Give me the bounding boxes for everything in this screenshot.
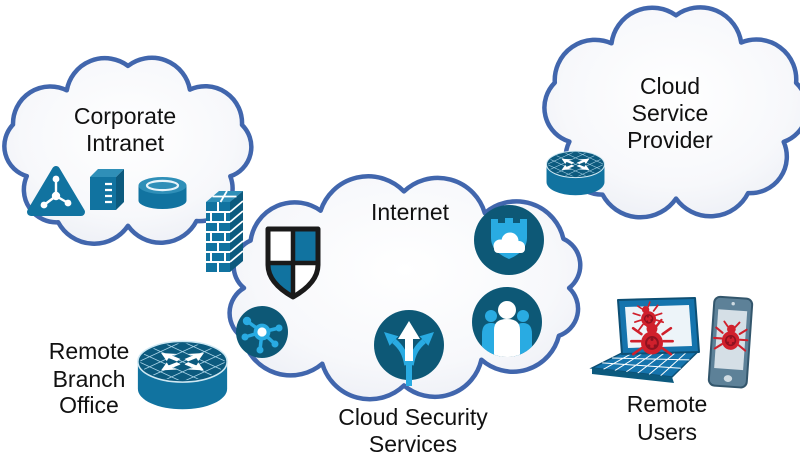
remote-users-label-line1: Remote: [627, 391, 708, 417]
laptop-malware-icon: [589, 297, 700, 383]
cloud-security-services-label-line2: Services: [369, 431, 457, 457]
network-hub-icon: [236, 306, 288, 358]
cloud-service-provider-label-line1: Cloud: [640, 73, 700, 99]
users-icon: [472, 287, 542, 357]
cloud-service-provider-label-line3: Provider: [627, 127, 713, 153]
remote-branch-office-label-line3: Office: [59, 392, 119, 418]
cloud-service-provider-cloud: [542, 5, 800, 220]
firewall-icon: [206, 190, 244, 272]
remote-branch-office-router-icon: [108, 328, 256, 410]
internet-label: Internet: [371, 199, 450, 225]
corporate-intranet-label-line1: Corporate: [74, 103, 176, 129]
cloud-security-services-label-line1: Cloud Security: [338, 404, 488, 430]
network-triangle-icon: [27, 166, 85, 216]
remote-branch-office-label-line1: Remote: [49, 338, 130, 364]
branching-arrows-icon: [374, 310, 444, 386]
smartphone-malware-icon: [707, 295, 754, 389]
corporate-intranet-label-line2: Intranet: [86, 130, 165, 156]
security-shield-icon: [265, 226, 321, 300]
server-icon: [90, 169, 124, 210]
remote-users-label-line2: Users: [637, 419, 697, 445]
cloud-protection-shield-icon: [474, 205, 544, 275]
cloud-service-provider-label-line2: Service: [632, 100, 709, 126]
database-icon: [138, 177, 187, 209]
remote-branch-office-label-line2: Branch: [53, 366, 126, 392]
